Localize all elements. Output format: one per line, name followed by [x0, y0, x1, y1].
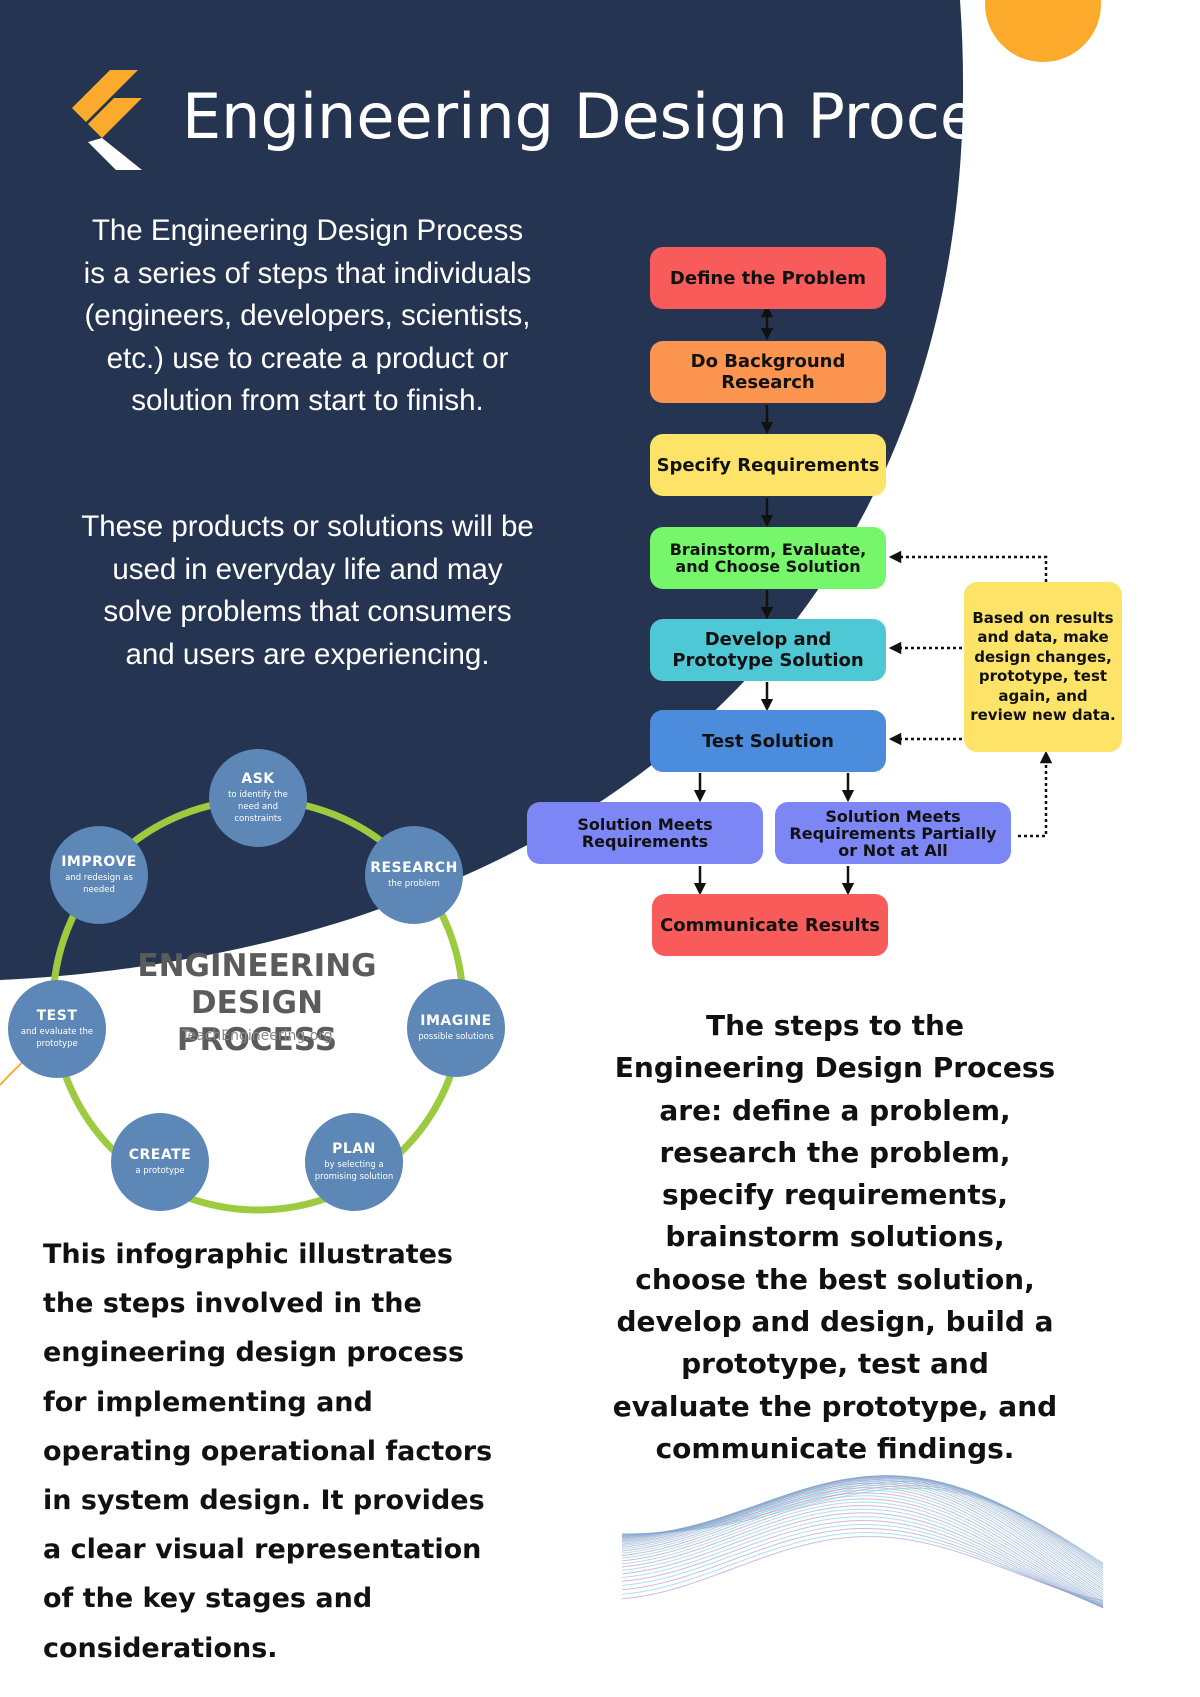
wave-line	[621, 1519, 1104, 1608]
wave-line	[621, 1479, 1104, 1595]
wave-line	[621, 1484, 1104, 1601]
flow-step-define-problem: Define the Problem	[650, 247, 886, 309]
summary-left-paragraph: This infographic illustrates the steps i…	[43, 1239, 493, 1664]
flow-step-meets-requirements: Solution Meets Requirements	[527, 802, 763, 864]
wave-line	[621, 1505, 1104, 1609]
wave-line	[621, 1487, 1104, 1603]
orange-corner-circle	[985, 0, 1101, 62]
logo-icon	[72, 70, 142, 170]
summary-right-paragraph: The steps to the Engineering Design Proc…	[612, 1009, 1058, 1465]
feedback-note-box: Based on results and data, make design c…	[964, 582, 1122, 752]
cycle-node-research: RESEARCH the problem	[365, 826, 463, 924]
wave-line	[621, 1482, 1104, 1599]
wave-line	[621, 1480, 1104, 1597]
cycle-site: TeachEngineering.org	[181, 1028, 333, 1044]
intro-paragraph-2: These products or solutions will be used…	[81, 510, 534, 671]
intro-paragraph-1: The Engineering Design Process is a seri…	[83, 214, 532, 417]
flow-step-communicate-results: Communicate Results	[652, 894, 888, 956]
wave-line	[621, 1498, 1104, 1608]
wave-line	[621, 1501, 1104, 1608]
wave-line	[621, 1492, 1104, 1606]
cycle-node-test: TEST and evaluate the prototype	[8, 980, 106, 1078]
wave-line	[621, 1516, 1104, 1608]
wave-line	[621, 1531, 1104, 1604]
wave-line	[621, 1475, 1104, 1588]
cycle-node-ask: ASK to identify the need and constraints	[209, 749, 307, 847]
wave-line	[621, 1527, 1104, 1605]
wave-line	[621, 1489, 1104, 1604]
wave-line	[621, 1523, 1104, 1607]
wave-line	[621, 1536, 1104, 1602]
flow-step-develop-prototype: Develop and Prototype Solution	[650, 619, 886, 681]
wave-line	[621, 1476, 1104, 1591]
wave-line	[621, 1478, 1104, 1593]
cycle-node-imagine: IMAGINE possible solutions	[407, 979, 505, 1077]
cycle-title: ENGINEERING DESIGN PROCESS	[137, 948, 377, 1058]
flow-step-partially-meets: Solution Meets Requirements Partially or…	[775, 802, 1011, 864]
flow-step-background-research: Do Background Research	[650, 341, 886, 403]
wave-line	[621, 1512, 1104, 1609]
flow-step-specify-requirements: Specify Requirements	[650, 434, 886, 496]
navy-background-shape	[0, 0, 964, 980]
flow-step-test-solution: Test Solution	[650, 710, 886, 772]
cycle-node-improve: IMPROVE and redesign as needed	[50, 826, 148, 924]
page-title: Engineering Design Process	[182, 80, 1043, 153]
cycle-node-create: CREATE a prototype	[111, 1113, 209, 1211]
flow-step-brainstorm: Brainstorm, Evaluate, and Choose Solutio…	[650, 527, 886, 589]
wave-line	[621, 1495, 1104, 1607]
decorative-waves	[621, 1475, 1104, 1609]
wave-line	[621, 1508, 1104, 1609]
cycle-node-plan: PLAN by selecting a promising solution	[305, 1113, 403, 1211]
